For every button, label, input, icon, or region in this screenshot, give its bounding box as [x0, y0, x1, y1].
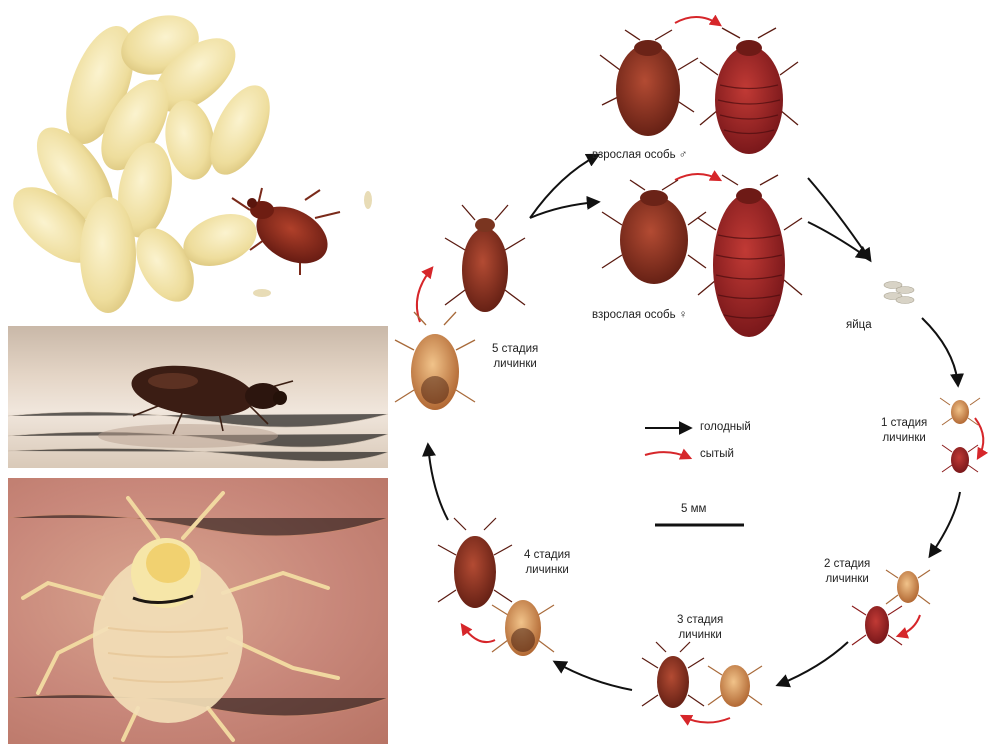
- legend-fed-label: сытый: [700, 448, 734, 460]
- stage1-nymph-fed: [941, 444, 979, 473]
- adult-female-fed: [697, 174, 803, 337]
- label-eggs: яйца: [846, 319, 872, 331]
- arrow-stage5-to-male: [529, 153, 601, 219]
- rice-grains: [13, 15, 372, 313]
- photo-adult-on-skin: [8, 326, 388, 468]
- adult-male-fed: [699, 27, 799, 154]
- legend-fed-arrow: [644, 448, 693, 460]
- arrow-stage2-to-stage3: [775, 641, 849, 688]
- adult-male-hungry: [599, 29, 699, 136]
- label-adult-female: взрослая особь ♀: [592, 309, 688, 321]
- eggs-cluster: [883, 281, 915, 304]
- legend-hungry-label: голодный: [700, 421, 751, 433]
- arrow-eggs-to-stage1: [921, 317, 965, 388]
- adult-bedbug-photo: [231, 187, 341, 275]
- arrow-male-to-eggs: [807, 177, 872, 263]
- adult-female-hungry: [601, 179, 707, 284]
- stage2-nymph-fed: [851, 605, 903, 646]
- stage2-nymph-hungry: [885, 569, 931, 605]
- stage4-nymph-hungry: [491, 600, 555, 656]
- label-adult-male: взрослая особь ♂: [592, 149, 688, 161]
- stage1-nymph-hungry: [939, 397, 981, 426]
- photo-nymph-closeup: [8, 478, 388, 744]
- arrow-stage5-to-female: [529, 195, 601, 219]
- arrow-stage1-to-stage2: [928, 491, 961, 559]
- photo-bedbug-with-rice: [0, 0, 390, 318]
- stage3-nymph-fed: [641, 641, 705, 708]
- adult-bedbug-dark: [131, 365, 294, 435]
- arrow-stage3-to-stage4: [552, 660, 633, 691]
- cycle-arrows-hungry: [422, 153, 965, 691]
- scale-label: 5 мм: [681, 503, 707, 515]
- stage3-nymph-hungry: [707, 665, 763, 707]
- arrow-female-to-eggs: [807, 221, 871, 260]
- stage5-nymph-fed: [444, 204, 526, 312]
- arrow-stage4-to-stage5: [422, 442, 449, 521]
- legend: [644, 421, 744, 527]
- stage4-nymph-fed: [437, 517, 513, 608]
- stage5-nymph-hungry: [394, 311, 476, 410]
- translucent-nymph: [21, 491, 340, 742]
